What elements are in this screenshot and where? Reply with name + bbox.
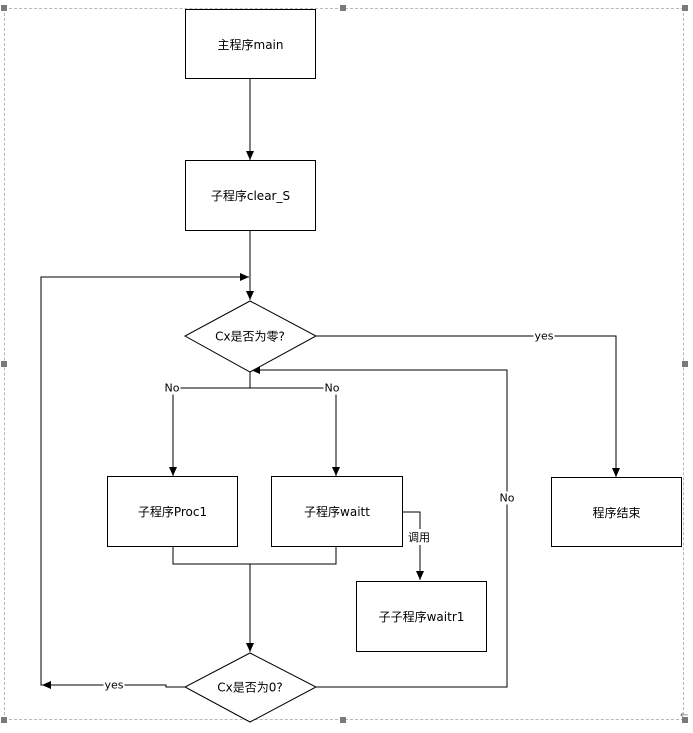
node-end[interactable]: 程序结束 (551, 477, 682, 547)
node-waitr1-label: 子子程序waitr1 (378, 610, 465, 624)
decision-0-shape (183, 652, 318, 723)
node-waitt[interactable]: 子程序waitt (271, 476, 403, 547)
resize-handle-bottom[interactable] (340, 717, 346, 723)
resize-handle-top-left[interactable] (1, 5, 7, 11)
edge-label-no-right: No (323, 381, 341, 395)
decision-zero-shape (183, 300, 318, 373)
edge-yes-to-end (316, 335, 620, 477)
decision-0-label: Cx是否为0? (217, 680, 283, 695)
edge-no-loop (251, 366, 508, 688)
edge-call-to-waitr1 (403, 511, 424, 580)
decision-zero-label: Cx是否为零? (215, 329, 285, 344)
node-main[interactable]: 主程序main (185, 9, 316, 79)
node-waitr1[interactable]: 子子程序waitr1 (356, 581, 487, 652)
node-main-label: 主程序main (217, 37, 284, 52)
resize-handle-left[interactable] (1, 361, 7, 367)
edge-label-yes-loop: yes (103, 678, 125, 692)
edge-label-yes-end: yes (533, 329, 555, 343)
resize-handle-bottom-right[interactable] (682, 717, 688, 723)
node-proc1[interactable]: 子程序Proc1 (107, 476, 238, 547)
resize-handle-top[interactable] (340, 5, 346, 11)
node-clear-label: 子程序clear_S (210, 189, 291, 203)
edge-label-no-loop: No (498, 491, 516, 505)
edge-label-call: 调用 (407, 529, 431, 545)
node-proc1-label: 子程序Proc1 (137, 505, 208, 519)
resize-handle-top-right[interactable] (682, 5, 688, 11)
resize-arrow-icon: ← (680, 710, 689, 721)
edge-merge-bar (172, 547, 337, 565)
edge-label-no-left: No (163, 381, 181, 395)
resize-handle-right[interactable] (682, 361, 688, 367)
node-waitt-label: 子程序waitt (304, 505, 370, 519)
resize-handle-bottom-left[interactable] (1, 717, 7, 723)
node-clear[interactable]: 子程序clear_S (185, 160, 316, 231)
node-end-label: 程序结束 (592, 505, 641, 520)
